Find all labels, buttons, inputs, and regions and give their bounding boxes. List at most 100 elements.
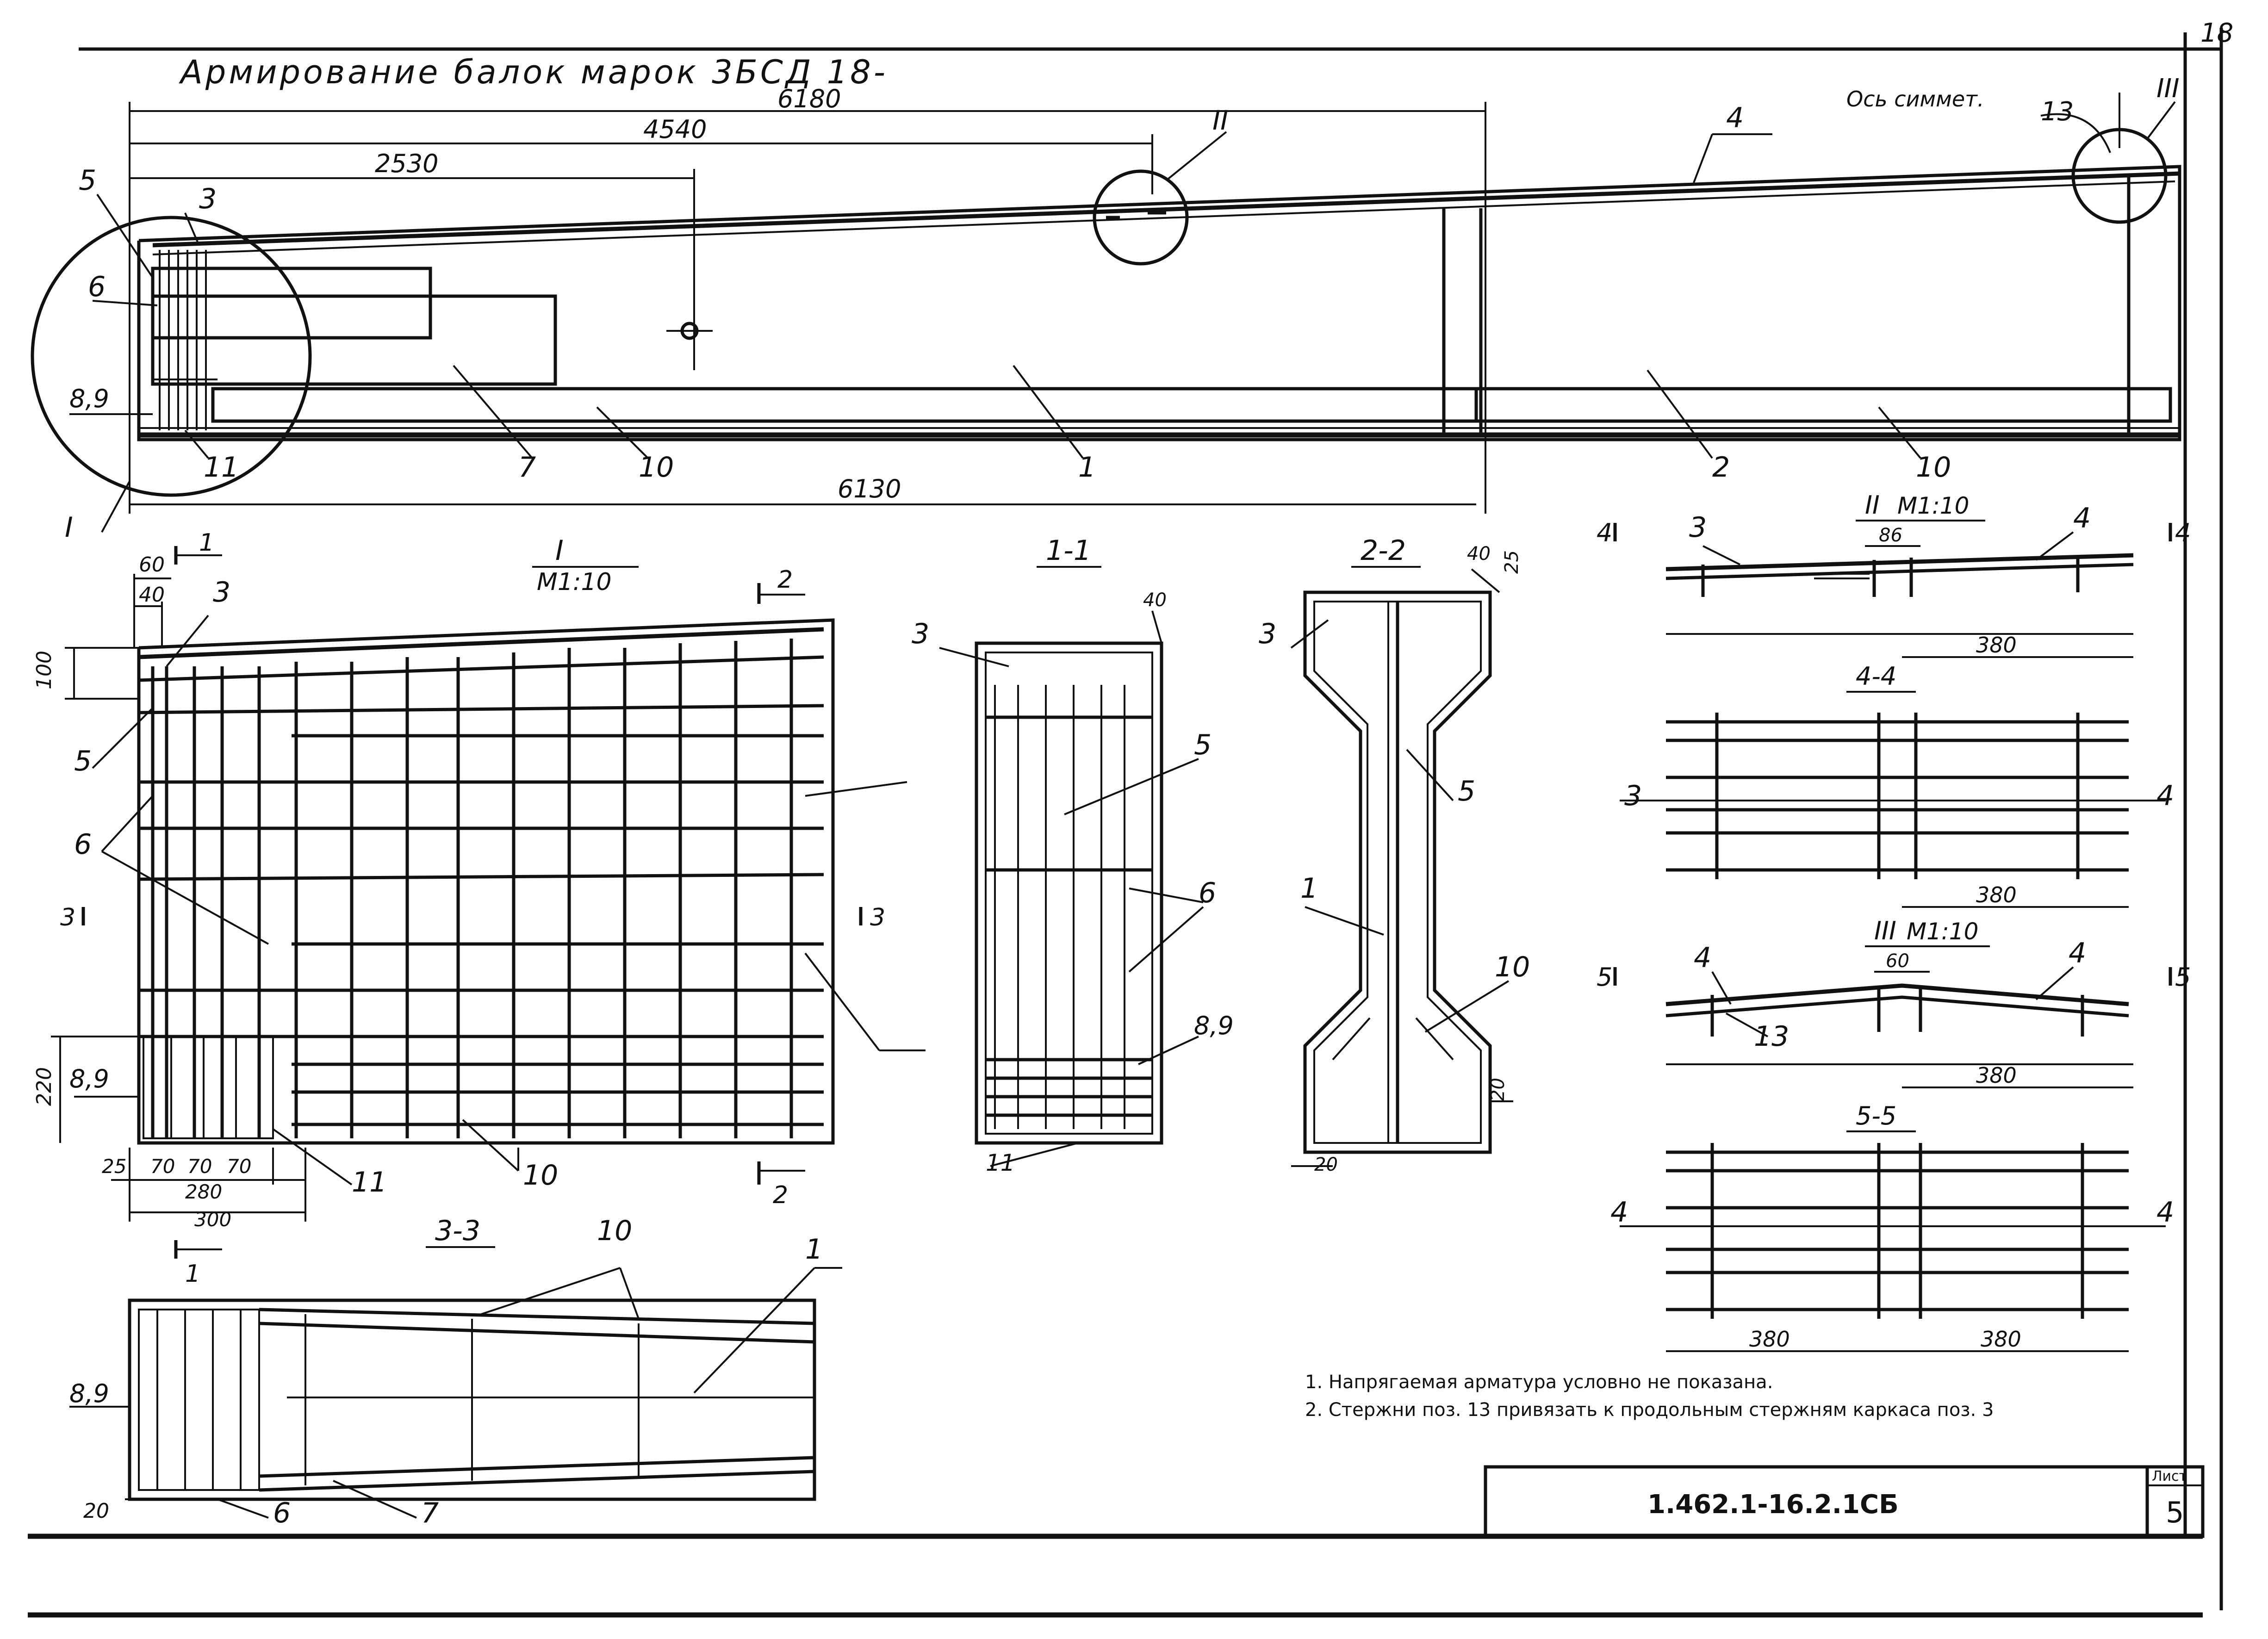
section-4-4-label-4: 4 bbox=[2156, 780, 2174, 812]
section-2-2-callout-1: 1 bbox=[1300, 872, 1318, 905]
section-4-4: 4-4 380 3 4 bbox=[1620, 662, 2174, 908]
node-III-callout-13: 13 bbox=[1754, 1020, 1789, 1053]
section-3-3-callout-7: 7 bbox=[421, 1497, 439, 1529]
section-2-2-callout-10: 10 bbox=[1495, 951, 1530, 983]
detail-I-sec-2-top: 2 bbox=[777, 566, 793, 594]
section-1-1-callout-3: 3 bbox=[912, 618, 929, 650]
section-5-5-label-4-right: 4 bbox=[2156, 1196, 2174, 1229]
callout-4: 4 bbox=[1726, 102, 1744, 134]
callout-2: 2 bbox=[1712, 451, 1730, 484]
detail-I-dim-70c: 70 bbox=[227, 1155, 251, 1178]
detail-I-dim-70a: 70 bbox=[150, 1155, 175, 1178]
node-III-sec-left: 5 bbox=[1597, 962, 1612, 992]
section-5-5-dim-380-right: 380 bbox=[1981, 1327, 2021, 1352]
detail-I-dim-60: 60 bbox=[139, 553, 165, 577]
node-III-callout-4-right: 4 bbox=[2069, 937, 2086, 969]
section-2-2-dim-40: 40 bbox=[1467, 543, 1491, 565]
section-3-3-callout-8-9: 8,9 bbox=[69, 1379, 109, 1408]
node-III-callout-4-left: 4 bbox=[1694, 942, 1711, 974]
drawing-code: 1.462.1-16.2.1СБ bbox=[1647, 1490, 1899, 1520]
node-III-dim-60: 60 bbox=[1886, 950, 1909, 972]
node-label-I: I bbox=[65, 511, 73, 544]
detail-I: I М1:10 bbox=[32, 529, 926, 1288]
callout-11: 11 bbox=[204, 451, 239, 484]
section-3-3-callout-1: 1 bbox=[805, 1233, 823, 1266]
node-II-scale: М1:10 bbox=[1897, 492, 1969, 519]
node-circle-I bbox=[31, 216, 312, 497]
detail-I-scale: М1:10 bbox=[537, 568, 612, 596]
dim-2530: 2530 bbox=[375, 149, 438, 178]
section-5-5-dim-380-left: 380 bbox=[1749, 1327, 1790, 1352]
dim-4540: 4540 bbox=[643, 115, 707, 144]
detail-I-dim-100: 100 bbox=[32, 651, 56, 689]
node-II-callout-3: 3 bbox=[1689, 511, 1707, 544]
section-4-4-title: 4-4 bbox=[1856, 662, 1896, 691]
section-2-2-callout-3: 3 bbox=[1259, 618, 1276, 650]
node-II-sec-right: 4 bbox=[2175, 518, 2191, 547]
detail-I-sec-1-bottom: 1 bbox=[185, 1260, 200, 1288]
node-II-callout-4: 4 bbox=[2073, 502, 2091, 534]
detail-I-callout-6: 6 bbox=[74, 828, 92, 861]
callout-7: 7 bbox=[518, 451, 536, 484]
detail-I-dim-300: 300 bbox=[194, 1208, 231, 1231]
section-2-2-dim-20-bottom: 20 bbox=[1314, 1154, 1338, 1175]
detail-I-sec-1-top: 1 bbox=[199, 529, 214, 557]
callout-10-right: 10 bbox=[1916, 451, 1951, 484]
section-1-1-dim-40: 40 bbox=[1143, 590, 1167, 611]
section-4-4-dim-380: 380 bbox=[1976, 882, 2017, 907]
note-1: 1. Напрягаемая арматура условно не показ… bbox=[1305, 1372, 1773, 1393]
node-II: II М1:10 4 4 86 380 3 4 bbox=[1597, 490, 2191, 658]
detail-I-dim-25: 25 bbox=[102, 1155, 126, 1178]
node-circle-II bbox=[1093, 169, 1189, 266]
detail-I-callout-10: 10 bbox=[523, 1159, 558, 1192]
sheet-number: 5 bbox=[2166, 1496, 2184, 1529]
detail-I-callout-5: 5 bbox=[74, 745, 92, 777]
dim-6180: 6180 bbox=[777, 84, 841, 113]
section-3-3-callout-10: 10 bbox=[597, 1215, 632, 1247]
section-5-5: 5-5 380 380 4 4 bbox=[1610, 1101, 2174, 1352]
callout-10-left: 10 bbox=[639, 451, 674, 484]
section-1-1-callout-6: 6 bbox=[1199, 877, 1216, 909]
section-1-1-callout-5: 5 bbox=[1194, 729, 1212, 761]
detail-I-sec-3-right: 3 bbox=[870, 904, 885, 931]
node-label-II: II bbox=[1212, 105, 1228, 136]
detail-I-callout-3: 3 bbox=[213, 576, 230, 608]
section-2-2-dim-20-right: 20 bbox=[1487, 1078, 1509, 1101]
drawing-title: Армирование балок марок 3БСД 18- bbox=[179, 53, 888, 91]
detail-I-title: I bbox=[555, 534, 564, 567]
section-2-2-callout-5: 5 bbox=[1458, 775, 1475, 807]
node-II-dim-380: 380 bbox=[1976, 633, 2017, 658]
node-III: III М1:10 5 5 60 380 4 4 13 bbox=[1597, 916, 2191, 1088]
node-III-scale: М1:10 bbox=[1907, 918, 1978, 945]
callout-3: 3 bbox=[199, 183, 217, 215]
node-III-sec-right: 5 bbox=[2175, 962, 2191, 992]
detail-I-dim-40: 40 bbox=[139, 583, 165, 607]
note-2: 2. Стержни поз. 13 привязать к продольны… bbox=[1305, 1399, 1994, 1421]
node-III-title: III bbox=[1874, 916, 1896, 945]
section-3-3-title: 3-3 bbox=[435, 1215, 480, 1247]
detail-I-callout-11: 11 bbox=[352, 1166, 387, 1198]
callout-1: 1 bbox=[1078, 451, 1096, 484]
section-5-5-title: 5-5 bbox=[1856, 1101, 1896, 1130]
section-3-3-dim-20: 20 bbox=[83, 1499, 109, 1523]
section-1-1-title: 1-1 bbox=[1046, 534, 1091, 567]
section-4-4-label-3: 3 bbox=[1624, 780, 1642, 812]
sheet-label: Лист bbox=[2152, 1468, 2187, 1484]
node-label-III: III bbox=[2156, 74, 2180, 104]
title-block: 1.462.1-16.2.1СБ Лист 5 bbox=[1484, 1465, 2205, 1538]
node-II-title: II bbox=[1865, 490, 1880, 520]
detail-I-sec-3-left: 3 bbox=[60, 904, 75, 931]
detail-I-sec-2-bottom: 2 bbox=[773, 1181, 788, 1209]
sheet-frame: 18 bbox=[28, 18, 2233, 1618]
section-2-2-title: 2-2 bbox=[1361, 534, 1406, 567]
section-1-1-callout-8-9: 8,9 bbox=[1194, 1011, 1234, 1040]
node-II-dim-86: 86 bbox=[1879, 525, 1902, 546]
section-3-3-callout-6: 6 bbox=[273, 1497, 291, 1529]
section-2-2: 2-2 40 25 20 20 3 5 1 10 bbox=[1259, 534, 1530, 1175]
callout-13: 13 bbox=[2041, 97, 2074, 127]
detail-I-dim-280: 280 bbox=[185, 1180, 222, 1203]
detail-I-dim-220: 220 bbox=[32, 1067, 56, 1106]
notes: 1. Напрягаемая арматура условно не показ… bbox=[1305, 1372, 1994, 1421]
callout-6: 6 bbox=[88, 271, 106, 303]
